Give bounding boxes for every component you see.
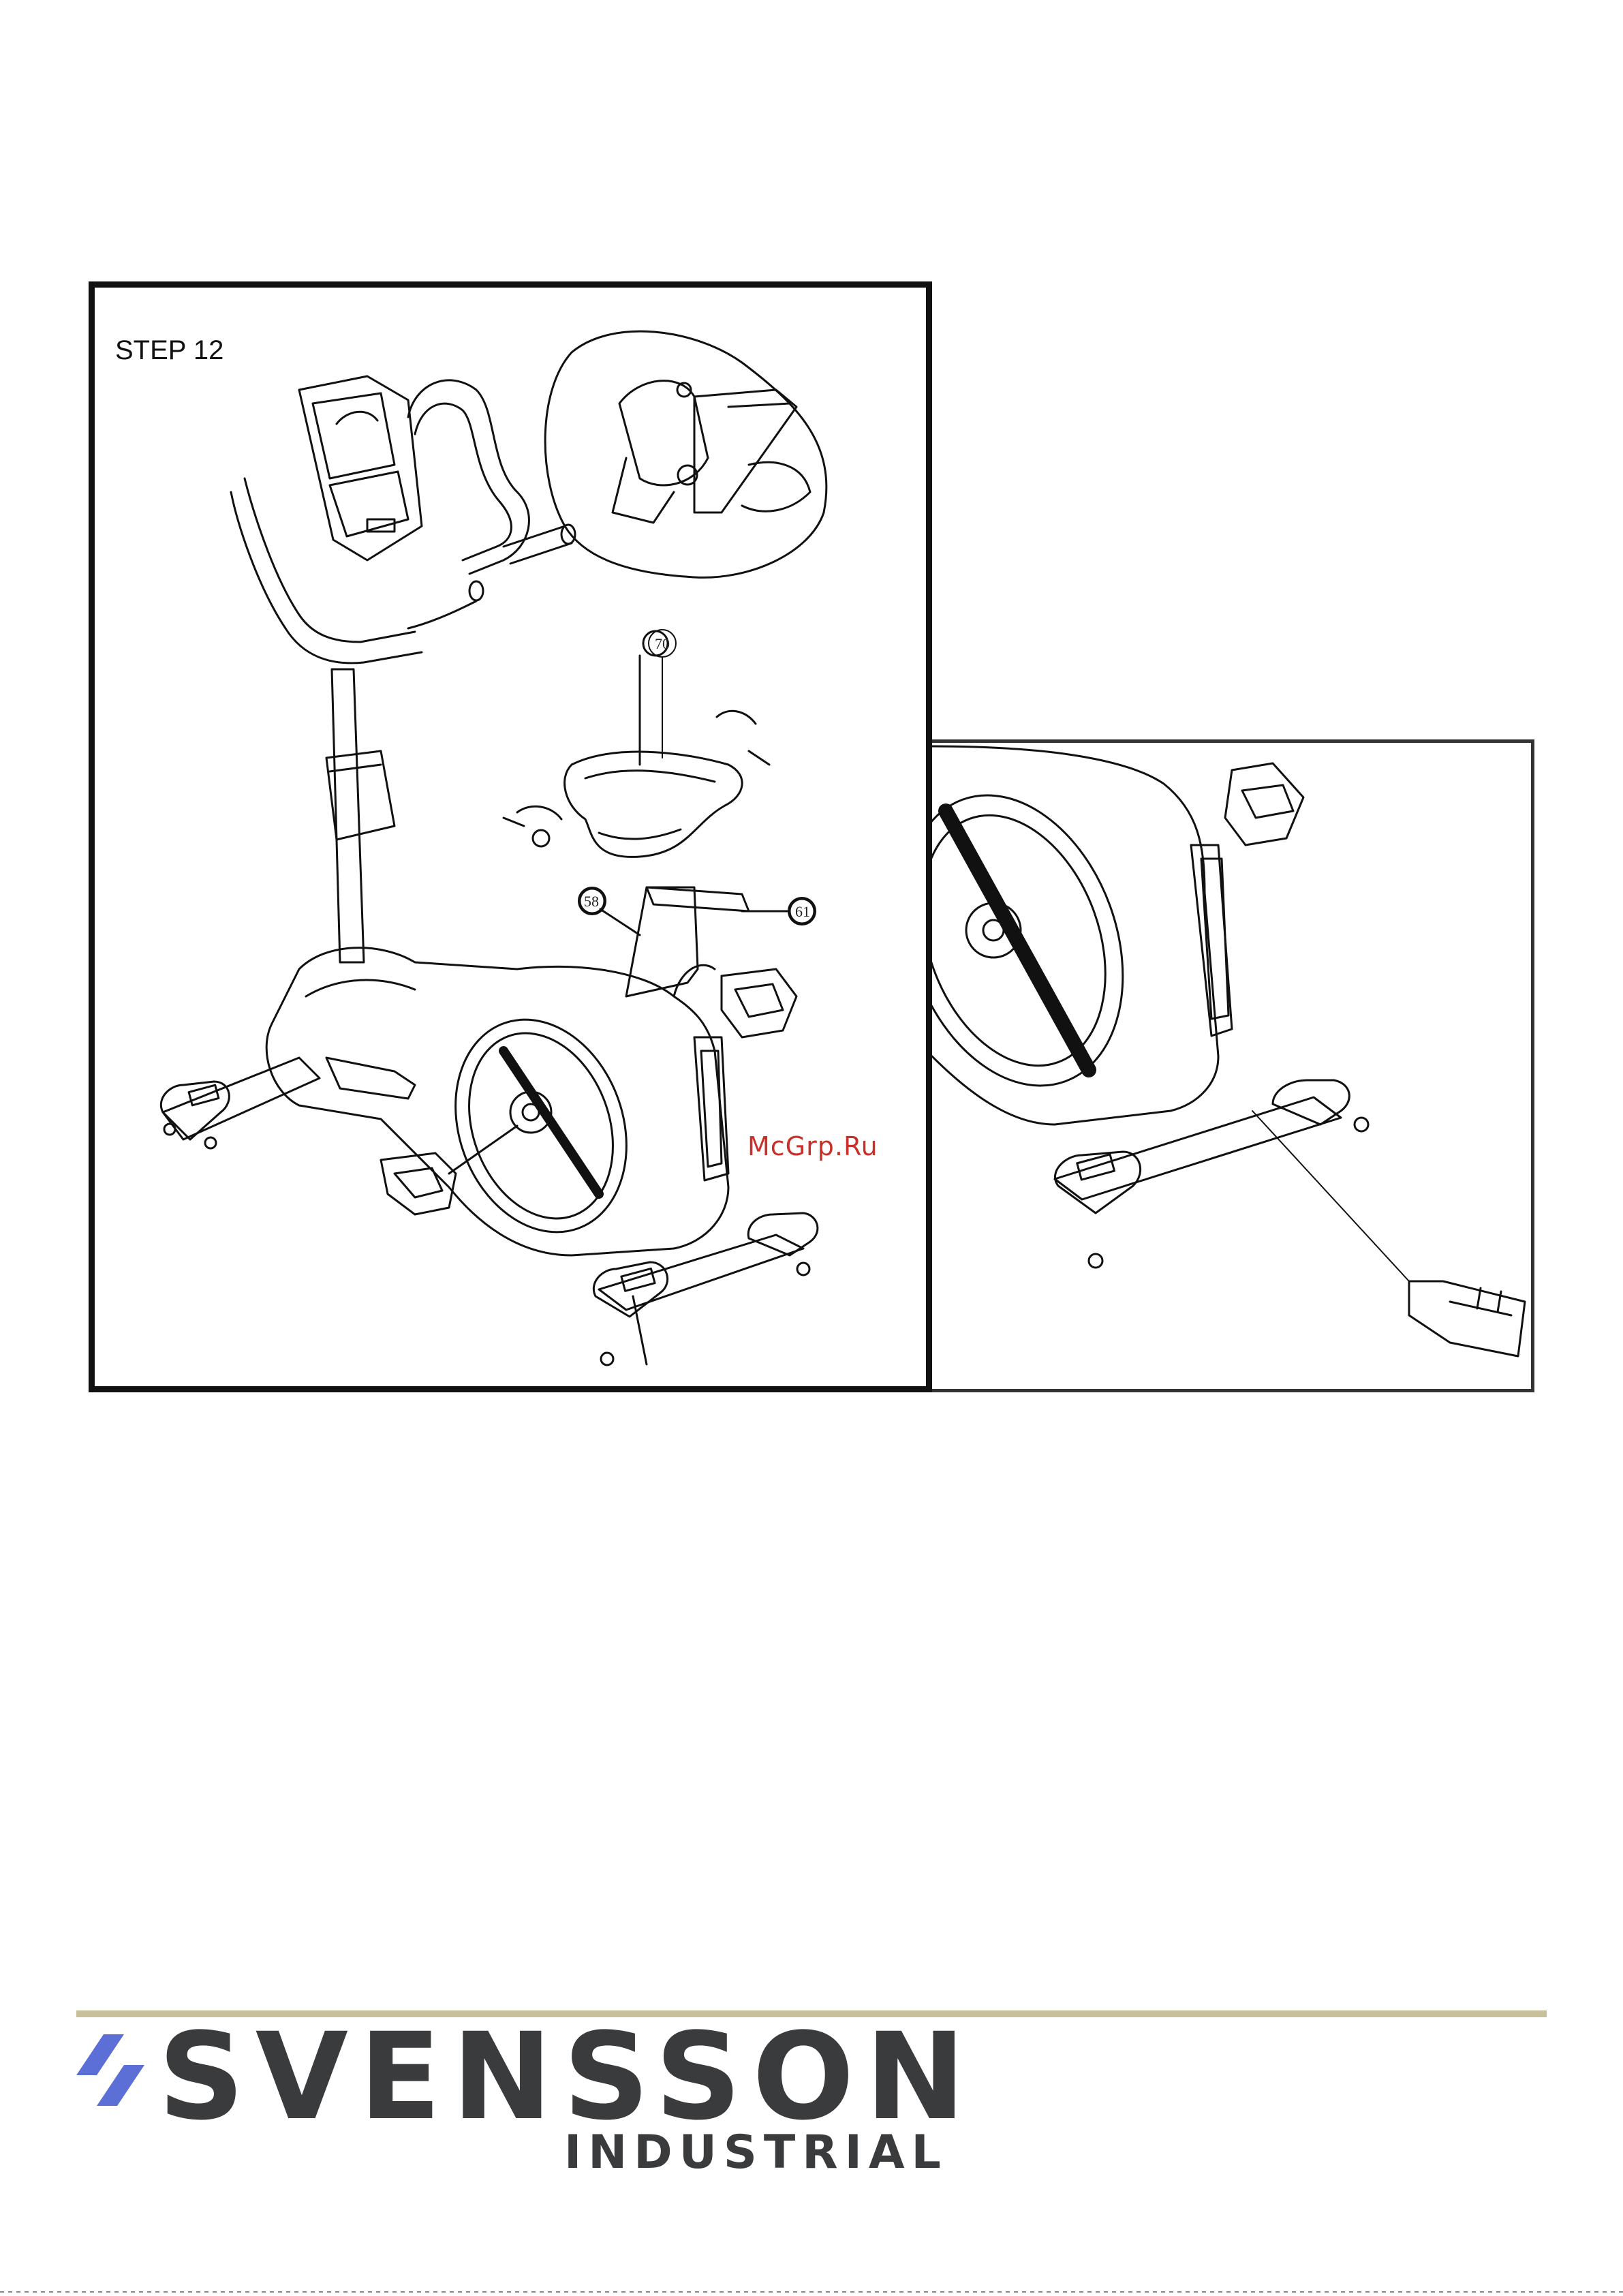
mast-illustration [326,669,395,962]
power-adapter-illustration [932,743,1532,1390]
page-edge-dash [0,2291,1623,2293]
seat-slider-part-number: 61 [795,903,810,921]
seat-detail-illustration [545,331,826,577]
brand-name: SVENSSON [158,2017,976,2137]
seat-post-part-number: 58 [584,893,599,910]
exercise-bike-illustration [95,288,926,1386]
assembly-step-panel: STEP 12 [89,281,932,1392]
frame-illustration [266,948,728,1257]
console-illustration [299,376,422,560]
brand-logo-icon [76,2034,151,2109]
watermark-text: McGrp.Ru [747,1131,878,1161]
seat-post-illustration [580,887,814,996]
brand-subtitle: INDUSTRIAL [564,2130,948,2176]
seat-part-number: 70 [655,635,670,653]
power-adapter-detail-panel [932,739,1534,1392]
seat-illustration [504,631,769,857]
